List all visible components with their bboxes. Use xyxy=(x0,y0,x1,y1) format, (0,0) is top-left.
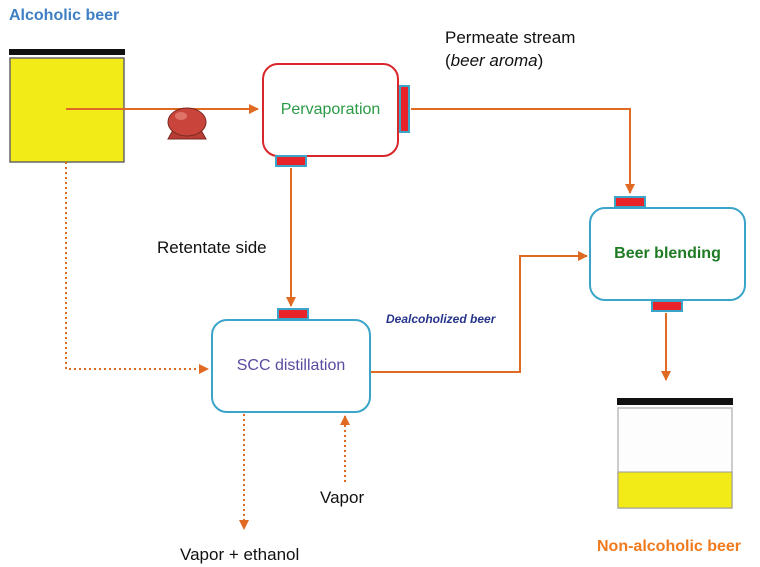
arrow-dealcoholized-to-blending xyxy=(371,251,588,373)
beer-aroma-close-paren: ) xyxy=(537,51,544,70)
scc-distillation-label: SCC distillation xyxy=(236,357,346,374)
blending-bottom-port xyxy=(651,300,683,312)
vapor-label: Vapor xyxy=(320,488,365,507)
pervaporation-label: Pervaporation xyxy=(280,101,381,118)
blending-top-port xyxy=(614,196,646,208)
retentate-side-label: Retentate side xyxy=(157,238,267,257)
alcoholic-beer-label: Alcoholic beer xyxy=(9,7,120,24)
beer-aroma-text: beer aroma xyxy=(450,51,538,70)
non-alcoholic-beer-label: Non-alcoholic beer xyxy=(597,538,742,555)
arrow-permeate-to-blending xyxy=(411,108,635,194)
scc-distillation-box: SCC distillation xyxy=(211,319,371,413)
non-alcoholic-beer-tank xyxy=(617,398,733,509)
pump-icon xyxy=(167,107,207,140)
beer-blending-box: Beer blending xyxy=(589,207,746,301)
beer-blending-label: Beer blending xyxy=(614,245,721,262)
pervaporation-bottom-port xyxy=(275,155,307,167)
alcoholic-beer-tank xyxy=(9,49,125,163)
beer-aroma-label: (beer aroma) xyxy=(445,51,543,71)
pervaporation-right-port xyxy=(399,85,410,133)
dealcoholized-beer-label: Dealcoholized beer xyxy=(386,312,496,326)
pervaporation-box: Pervaporation xyxy=(262,63,399,157)
vapor-ethanol-label: Vapor + ethanol xyxy=(180,545,300,564)
permeate-stream-label: Permeate stream xyxy=(445,28,576,47)
beer-aroma-open-paren: ( xyxy=(445,51,451,70)
scc-top-port xyxy=(277,308,309,320)
arrow-tank-to-scc-dotted xyxy=(65,162,209,374)
